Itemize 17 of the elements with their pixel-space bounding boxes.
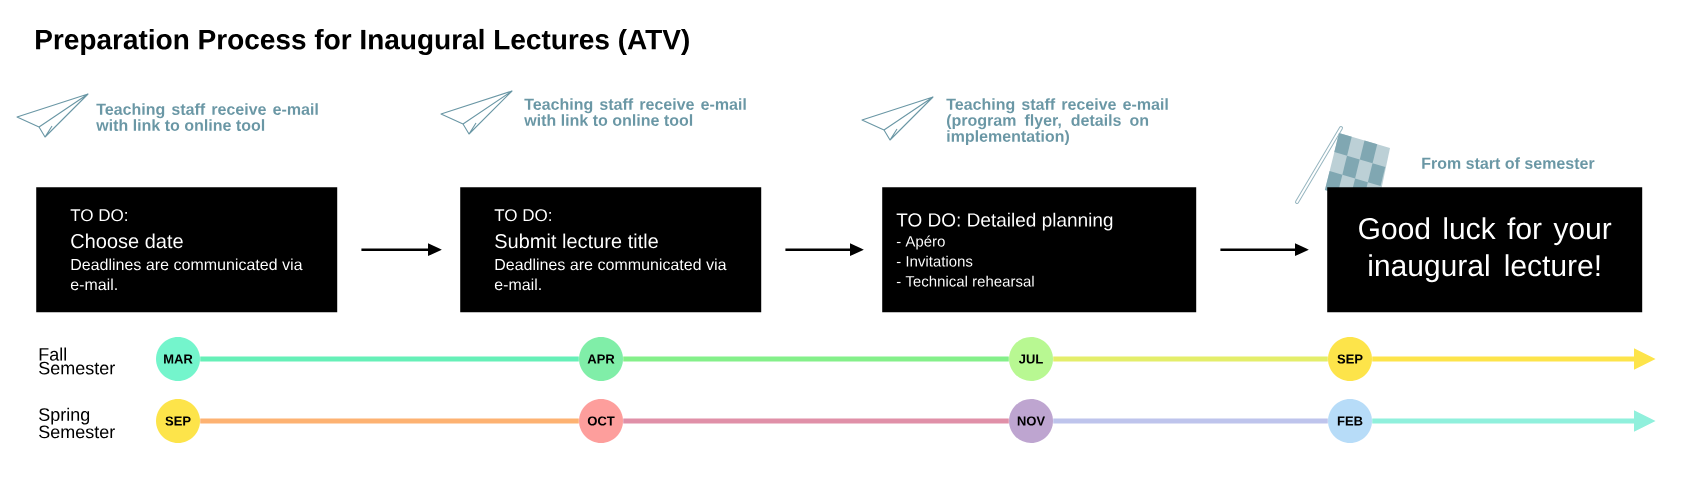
timeline-segment <box>1053 356 1328 362</box>
task-box: TO DO: Choose date Deadlines are communicated via e-mail. <box>36 187 338 313</box>
task-box: Good luck for your inaugural lecture! <box>1327 187 1643 313</box>
task-box: TO DO: Detailed planning - Apéro - Invitations - Technical rehearsal <box>882 187 1197 313</box>
note-text: Teaching staff receive e-mail with link to online tool <box>96 103 318 131</box>
timeline-segment <box>623 356 1009 362</box>
note-text: From start of semester <box>1422 157 1595 169</box>
timeline-segment <box>200 356 579 362</box>
note-text: Teaching staff receive e-mail with link to online tool <box>524 98 746 126</box>
timeline-segment <box>200 418 579 424</box>
note-text: Teaching staff receive e-mail (program flyer, details on implementation) <box>946 98 1168 146</box>
semester-label: Fall Semester <box>39 347 115 375</box>
timeline-segment <box>623 418 1009 424</box>
title: Preparation Process for Inaugural Lectures (ATV) <box>36 28 689 56</box>
task-box: TO DO: Submit lecture title Deadlines are communicated via e-mail. <box>460 187 762 313</box>
semester-label: Spring Semester <box>39 407 115 439</box>
timeline-segment <box>1053 418 1328 424</box>
